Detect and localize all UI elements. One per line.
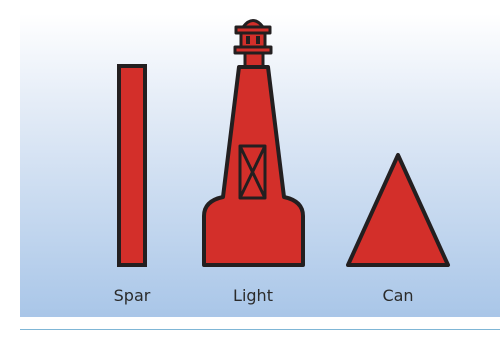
light-buoy-neck <box>245 53 263 67</box>
light-buoy <box>204 21 303 266</box>
light-label: Light <box>203 286 303 305</box>
spar-buoy <box>119 66 145 265</box>
can-buoy <box>348 155 448 265</box>
light-buoy-lantern <box>241 33 265 47</box>
divider-line <box>20 329 500 330</box>
can-label: Can <box>348 286 448 305</box>
spar-label: Spar <box>82 286 182 305</box>
